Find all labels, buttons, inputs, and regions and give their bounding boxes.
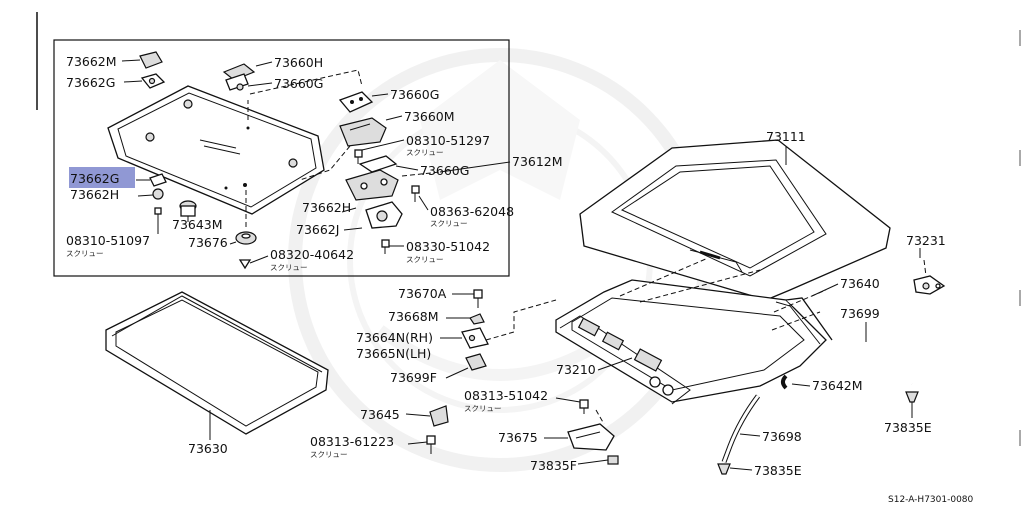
label-73630: 73630 <box>188 441 228 456</box>
label-73640: 73640 <box>840 276 880 291</box>
label-73675: 73675 <box>498 430 538 445</box>
screw-08310-51297 <box>354 149 363 164</box>
label-73662H-left: 73662H <box>70 187 119 202</box>
clip-73835E-bottom <box>717 463 731 475</box>
motor-73675 <box>567 423 615 451</box>
label-73660M: 73660M <box>404 109 455 124</box>
part-73645 <box>429 405 449 427</box>
label-08310-51297: 08310-51297 <box>406 133 490 148</box>
screw-08320-40642 <box>238 259 252 270</box>
part-73662G-selected <box>149 173 167 187</box>
part-73699F <box>465 353 487 371</box>
screw-73670A <box>473 289 483 308</box>
label-73662G-top: 73662G <box>66 75 115 90</box>
label-08330-51042: 08330-51042 <box>406 239 490 254</box>
label-73111: 73111 <box>766 129 806 144</box>
label-73835E-bottom: 73835E <box>754 463 802 478</box>
label-73699F: 73699F <box>390 370 437 385</box>
label-08310C-51097: 08310-51097 <box>66 233 150 248</box>
selected-part-highlight <box>69 167 135 188</box>
label-73665N-lh: 73665N(LH) <box>356 346 431 361</box>
part-73662M <box>139 51 163 69</box>
part-73660M-bracket <box>339 117 387 147</box>
label-08320-40642: 08320-40642 <box>270 247 354 262</box>
screw-08313-51042 <box>579 399 589 414</box>
part-73662J <box>365 201 403 229</box>
part-73676 <box>235 231 257 245</box>
part-73664N <box>461 327 489 349</box>
reference-code: S12-A-H7301-0080 <box>888 495 974 505</box>
label-73676: 73676 <box>188 235 228 250</box>
part-73662H-mech <box>345 169 399 201</box>
screw-note-5: スクリュー <box>406 255 444 264</box>
label-08313-51042: 08313-51042 <box>464 388 548 403</box>
screw-08330-51042 <box>381 239 390 254</box>
label-73660H: 73660H <box>274 55 323 70</box>
inset-box <box>53 39 510 277</box>
label-08363-62048: 08363-62048 <box>430 204 514 219</box>
part-73643M <box>179 200 197 217</box>
part-73231 <box>913 275 946 295</box>
clip-73835E-right <box>905 391 919 403</box>
label-73231: 73231 <box>906 233 946 248</box>
part-73660H <box>222 63 256 91</box>
rail-73640 <box>775 297 833 345</box>
screw-08363-62048 <box>411 185 420 202</box>
label-73642M: 73642M <box>812 378 863 393</box>
screw-note-3: スクリュー <box>66 249 104 258</box>
part-73660G-lower <box>358 155 398 173</box>
seal-frame-73630 <box>105 291 329 435</box>
label-73835E-right: 73835E <box>884 420 932 435</box>
label-73670A: 73670A <box>398 286 447 301</box>
label-08313-61223: 08313-61223 <box>310 434 394 449</box>
label-73662J: 73662J <box>296 222 339 237</box>
clip-73835F <box>607 455 619 465</box>
part-73662H-left <box>152 188 164 200</box>
label-73660G-b: 73660G <box>390 87 439 102</box>
roof-panel-73111 <box>579 139 891 301</box>
label-73662G-selected[interactable]: 73662G <box>70 171 119 186</box>
label-73662H-mid: 73662H <box>302 200 351 215</box>
part-73660G-plate <box>338 91 374 113</box>
screw-08310C-51097 <box>154 207 162 222</box>
label-73662M: 73662M <box>66 54 117 69</box>
label-73698: 73698 <box>762 429 802 444</box>
hose-73699 <box>829 342 914 385</box>
screw-note-7: スクリュー <box>310 450 348 459</box>
screw-08313-61223 <box>426 435 436 454</box>
part-73662G-top <box>140 73 166 89</box>
label-73668M: 73668M <box>388 309 439 324</box>
frame-73210 <box>555 279 827 405</box>
label-73210: 73210 <box>556 362 596 377</box>
label-73660G-a: 73660G <box>274 76 323 91</box>
label-73612M: 73612M <box>512 154 563 169</box>
label-73660G-c: 73660G <box>420 163 469 178</box>
screw-note-6: スクリュー <box>464 404 502 413</box>
part-73642M <box>781 374 788 390</box>
label-73643M: 73643M <box>172 217 223 232</box>
part-73668M <box>469 313 485 325</box>
label-73664N-rh: 73664N(RH) <box>356 330 433 345</box>
screw-note-1: スクリュー <box>406 148 444 157</box>
screw-note-4: スクリュー <box>270 263 308 272</box>
hose-73698 <box>721 394 761 463</box>
label-73699: 73699 <box>840 306 880 321</box>
glass-panel <box>107 85 325 215</box>
label-73835F: 73835F <box>530 458 577 473</box>
label-73645: 73645 <box>360 407 400 422</box>
screw-note-2: スクリュー <box>430 219 468 228</box>
